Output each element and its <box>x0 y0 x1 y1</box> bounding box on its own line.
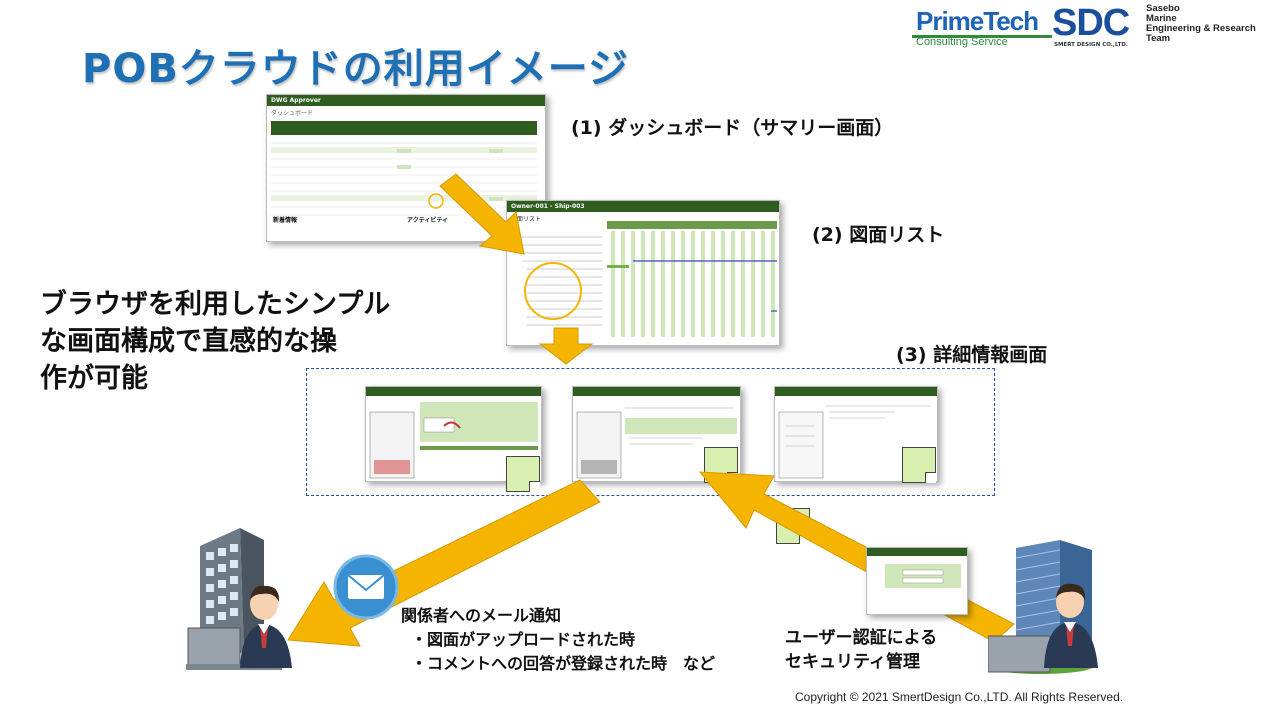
document-icon <box>506 456 540 492</box>
arrow-icon <box>439 173 525 255</box>
detail-screenshot <box>365 386 542 482</box>
drawing-list-title: 図面リスト <box>511 216 542 223</box>
login-screenshot-header <box>867 548 967 556</box>
login-screenshot <box>866 547 968 615</box>
businessman-icon <box>240 585 292 668</box>
dashboard-subtitle: ダッシュボード <box>271 110 314 117</box>
office-building-icon <box>186 528 282 670</box>
arrow-icon <box>538 327 594 365</box>
primetech-logo-bar <box>912 35 1052 38</box>
drawing-list-gantt <box>511 221 777 337</box>
step-drawing-list-label: (2) 図面リスト <box>812 224 945 246</box>
detail-screenshot-header <box>573 387 740 396</box>
dashboard-activity-label: アクティビティ <box>407 217 448 224</box>
detail-screenshot-header <box>775 387 937 396</box>
dashboard-header: DWG Approver <box>267 95 545 106</box>
detail-screenshot <box>572 386 741 482</box>
document-icon <box>902 447 936 483</box>
mail-notification-item: ・コメントへの回答が登録された時 など <box>411 654 716 673</box>
sdc-logo: SDC SMERT DESIGN CO.,LTD. <box>1052 2 1136 52</box>
mail-notification-heading: 関係者へのメール通知 <box>401 606 562 625</box>
auth-text: ユーザー認証による セキュリティ管理 <box>785 626 937 674</box>
copyright: Copyright © 2021 SmertDesign Co.,LTD. Al… <box>795 690 1124 704</box>
primetech-logo-name: PrimeTech <box>916 6 1039 36</box>
drawing-list-header: Owner-001 - Ship-003 <box>507 201 779 212</box>
arrow-icon <box>698 471 1015 643</box>
sdc-logo-sub: SMERT DESIGN CO.,LTD. <box>1054 42 1128 48</box>
sasebo-line: Team <box>1146 33 1171 44</box>
sasebo-line: Engineering & Research <box>1146 23 1256 34</box>
auth-line: セキュリティ管理 <box>785 652 920 672</box>
detail-screenshot-body <box>778 405 931 479</box>
login-screenshot-body <box>885 564 961 588</box>
mail-notification-text: 関係者へのメール通知 ・図面がアップロードされた時 ・コメントへの回答が登録され… <box>401 604 715 676</box>
primetech-logo: PrimeTech Consulting Service <box>912 6 1052 50</box>
main-message-line: ブラウザを利用したシンプル <box>40 289 391 320</box>
dashboard-news-label: 新着情報 <box>273 217 298 224</box>
primetech-logo-sub: Consulting Service <box>916 36 1008 48</box>
dashboard-table <box>271 121 537 216</box>
drawing-list-screenshot: Owner-001 - Ship-003 図面リスト <box>506 200 780 346</box>
detail-screens-frame <box>306 368 995 496</box>
step-detail-label: (3) 詳細情報画面 <box>896 344 1048 366</box>
sasebo-line: Marine <box>1146 13 1177 24</box>
sdc-logo-name: SDC <box>1052 2 1130 44</box>
sasebo-team-label: Sasebo Marine Engineering & Research Tea… <box>1146 4 1276 44</box>
step-dashboard-label: (1) ダッシュボード（サマリー画面） <box>571 117 894 139</box>
main-message-line: 作が可能 <box>40 363 148 394</box>
detail-screenshot-body <box>576 407 737 479</box>
auth-line: ユーザー認証による <box>785 628 938 648</box>
main-message-line: な画面構成で直感的な操 <box>40 326 337 357</box>
main-message: ブラウザを利用したシンプル な画面構成で直感的な操 作が可能 <box>40 286 420 397</box>
detail-screenshot-body <box>369 402 538 479</box>
businessman-icon <box>1044 583 1098 668</box>
detail-screenshot-header <box>366 387 541 396</box>
mail-notification-item: ・図面がアップロードされた時 <box>411 630 636 649</box>
mail-icon <box>333 554 399 620</box>
page-title: POBクラウドの利用イメージ <box>82 46 630 92</box>
sasebo-line: Sasebo <box>1146 3 1180 14</box>
